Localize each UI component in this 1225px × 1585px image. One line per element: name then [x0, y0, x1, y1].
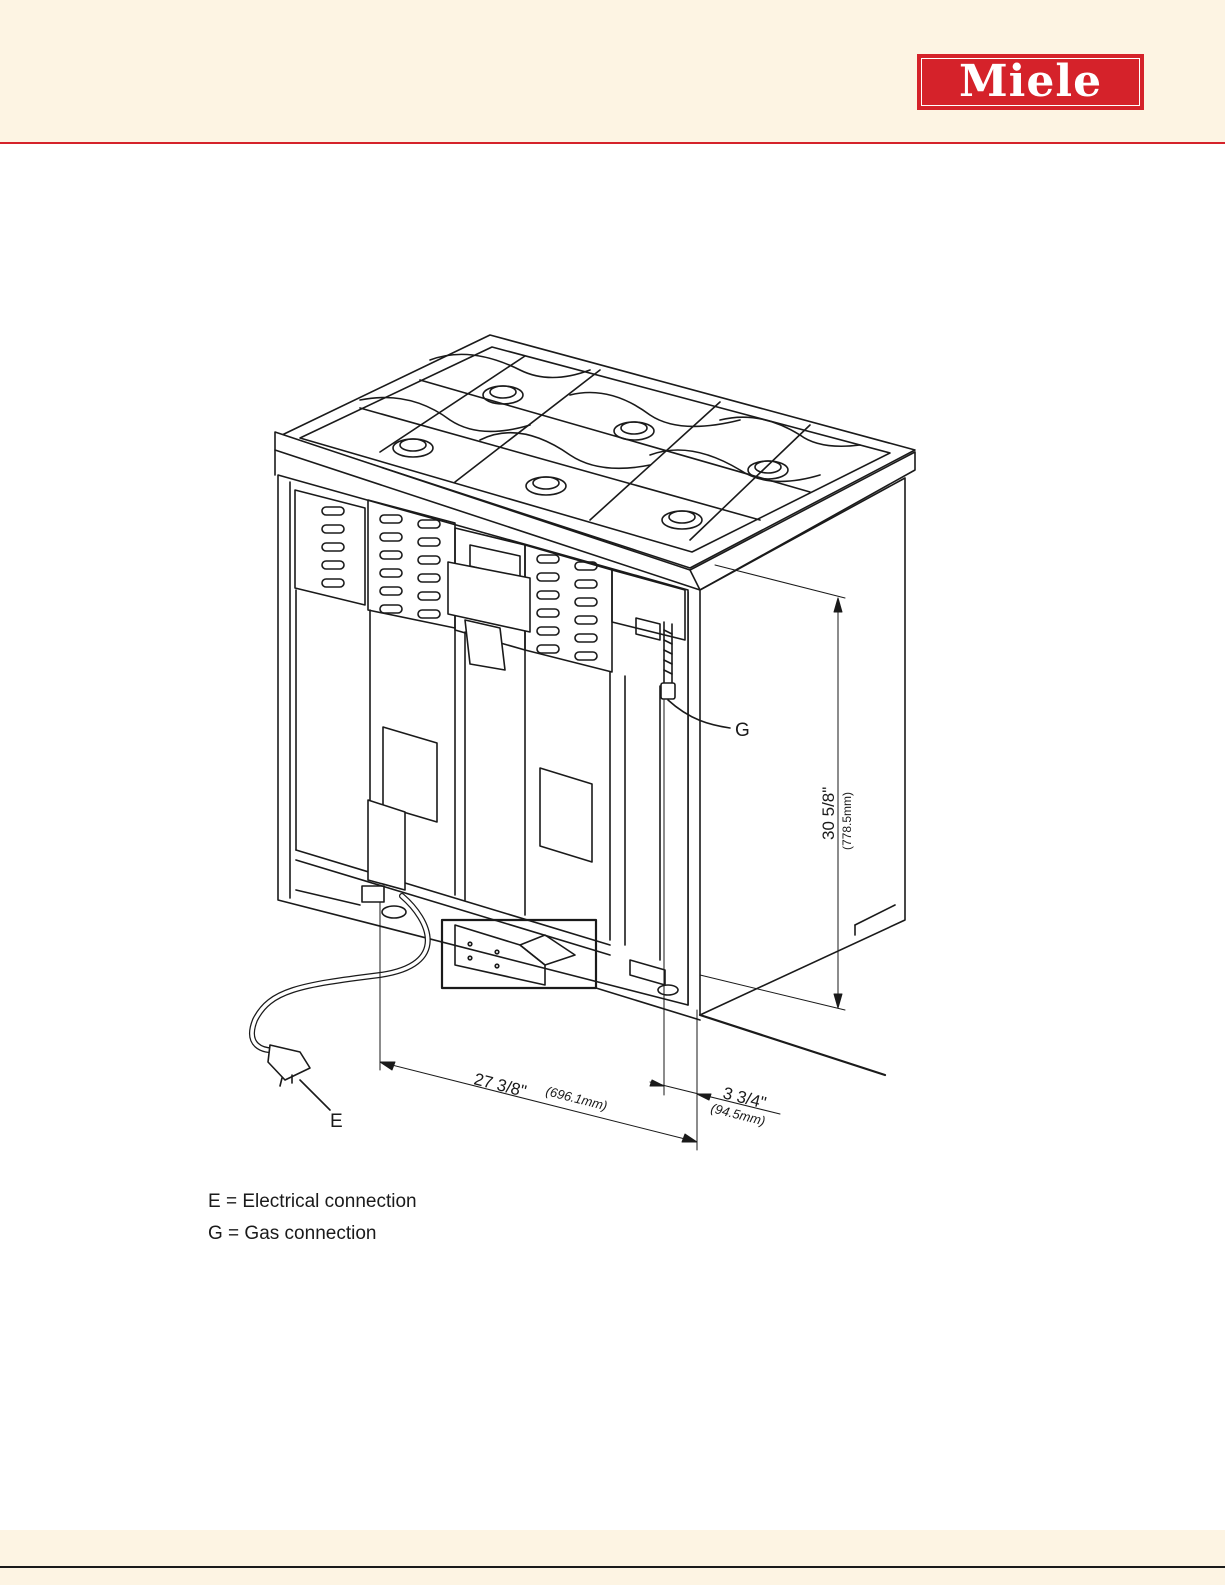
height-dimension-inches: 30 5/8" [819, 787, 838, 840]
height-dimension-mm: (778.5mm) [840, 792, 854, 850]
wall-line [700, 1015, 885, 1075]
width-dimension-inches: 27 3/8" [472, 1069, 528, 1100]
electrical-callout-label: E [330, 1111, 343, 1132]
connection-legend: E = Electrical connection G = Gas connec… [208, 1186, 417, 1250]
footer-rule [0, 1566, 1225, 1568]
gas-callout-label: G [735, 720, 750, 741]
width-dimension-mm: (696.1mm) [544, 1083, 609, 1113]
page-footer [0, 1530, 1225, 1585]
legend-gas: G = Gas connection [208, 1218, 417, 1250]
legend-electrical: E = Electrical connection [208, 1186, 417, 1218]
